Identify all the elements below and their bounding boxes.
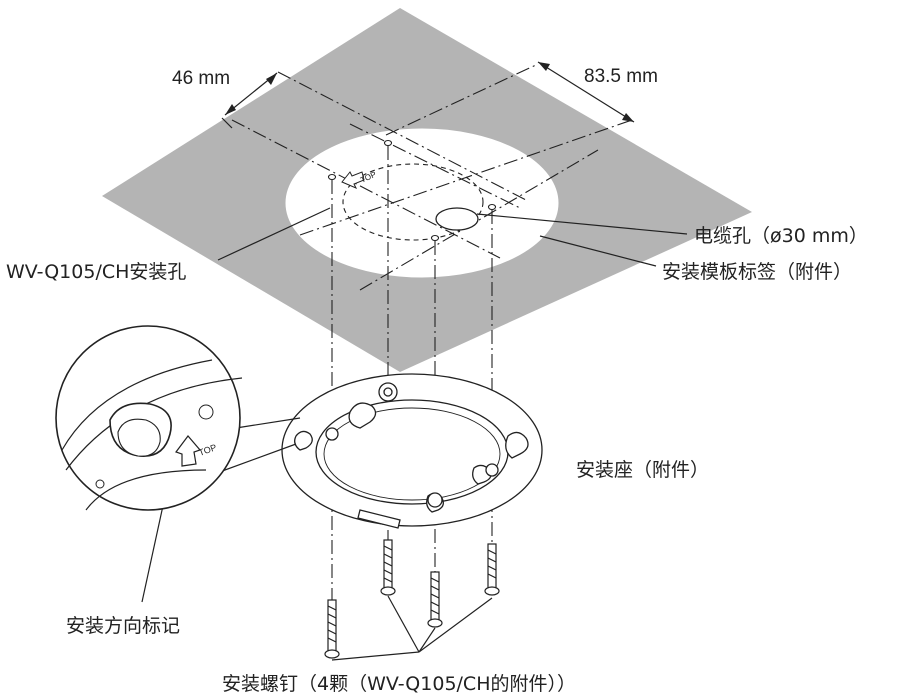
dimension-right-label: 83.5 mm [584,66,658,87]
template-top-arrow-icon [341,171,365,189]
cable-hole [435,207,479,231]
template-holes [327,139,497,242]
hole-right [487,203,497,211]
centre-lines [231,63,633,291]
direction-mark-label: 安装方向标记 [66,615,180,637]
detail-magnifier [55,325,301,511]
screw-4 [484,543,500,596]
cable-hole-label: 电缆孔（ø30 mm） [694,225,868,247]
dimension-left-label: 46 mm [172,68,230,89]
mount-screws [324,539,500,659]
screw-3 [427,571,443,628]
screws-label: 安装螺钉（4颗（WV-Q105/CH的附件）） [222,673,576,695]
template-sticker [285,128,559,278]
leader-lines [141,207,688,661]
hole-top [383,139,393,147]
template-inner-dashed-circle [342,163,484,241]
template-label-label: 安装模板标签（附件） [662,261,852,283]
hole-left [327,173,337,181]
hole-bottom [430,234,440,242]
screw-2 [380,539,396,596]
detail-top-arrow-icon [175,435,202,467]
mount-holes-label: WV-Q105/CH安装孔 [6,261,186,283]
mount-bracket [281,373,543,529]
screw-1 [324,599,340,659]
dimension-83-5mm [537,61,635,123]
dimension-46mm [221,72,278,129]
mount-base-label: 安装座（附件） [576,459,709,481]
